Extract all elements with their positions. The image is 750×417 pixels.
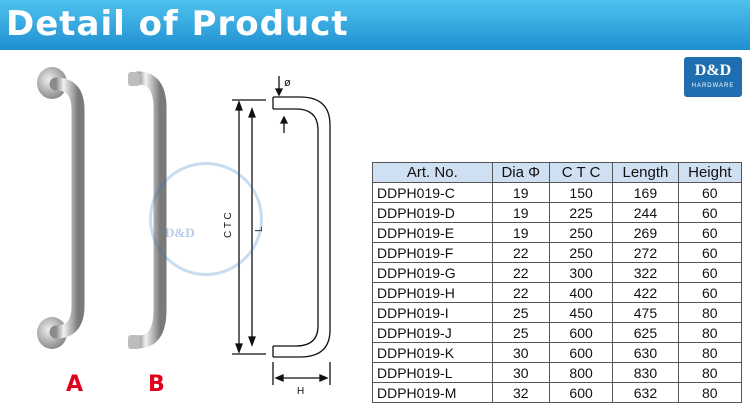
- cell-ctc: 300: [548, 262, 614, 283]
- cell-dia: 25: [491, 322, 550, 343]
- cell-dia: 32: [491, 382, 550, 403]
- handle-b-label: B: [148, 372, 165, 397]
- cell-height: 80: [677, 322, 743, 343]
- cell-ctc: 450: [548, 302, 614, 323]
- cell-length: 422: [612, 282, 679, 303]
- cell-height: 60: [677, 202, 743, 223]
- cell-length: 475: [612, 302, 679, 323]
- cell-height: 60: [677, 242, 743, 263]
- header-dia: Dia Φ: [491, 162, 550, 183]
- cell-art-no: DDPH019-M: [372, 382, 493, 403]
- cell-length: 630: [612, 342, 679, 363]
- cell-length: 625: [612, 322, 679, 343]
- brand-logo: D&D HARDWARE: [684, 57, 742, 97]
- table-header-row: Art. No. Dia Φ C T C Length Height: [372, 162, 743, 183]
- cell-dia: 22: [491, 262, 550, 283]
- cell-height: 80: [677, 362, 743, 383]
- watermark-brand: D&D: [165, 225, 195, 240]
- watermark-seal: [149, 162, 263, 276]
- header-ctc: C T C: [548, 162, 614, 183]
- cell-dia: 30: [491, 362, 550, 383]
- cell-ctc: 150: [548, 182, 614, 203]
- cell-length: 244: [612, 202, 679, 223]
- handle-a-image: [37, 67, 85, 349]
- height-dimension-label: H: [297, 386, 304, 397]
- cell-ctc: 600: [548, 382, 614, 403]
- cell-length: 322: [612, 262, 679, 283]
- cell-height: 60: [677, 222, 743, 243]
- cell-dia: 30: [491, 342, 550, 363]
- cell-length: 169: [612, 182, 679, 203]
- handle-a-label: A: [66, 372, 84, 397]
- spec-table: Art. No. Dia Φ C T C Length Height DDPH0…: [372, 162, 743, 403]
- cell-art-no: DDPH019-G: [372, 262, 493, 283]
- cell-height: 80: [677, 342, 743, 363]
- cell-dia: 22: [491, 282, 550, 303]
- cell-ctc: 400: [548, 282, 614, 303]
- cell-ctc: 600: [548, 322, 614, 343]
- logo-main-text: D&D: [694, 62, 732, 79]
- page-title: Detail of Product: [6, 4, 349, 44]
- cell-dia: 19: [491, 222, 550, 243]
- cell-art-no: DDPH019-F: [372, 242, 493, 263]
- cell-ctc: 600: [548, 342, 614, 363]
- cell-length: 272: [612, 242, 679, 263]
- cell-length: 632: [612, 382, 679, 403]
- header-height: Height: [677, 162, 743, 183]
- logo-sub-text: HARDWARE: [691, 83, 735, 89]
- cell-dia: 22: [491, 242, 550, 263]
- header-length: Length: [612, 162, 679, 183]
- cell-height: 60: [677, 182, 743, 203]
- cell-art-no: DDPH019-L: [372, 362, 493, 383]
- cell-art-no: DDPH019-E: [372, 222, 493, 243]
- cell-dia: 25: [491, 302, 550, 323]
- cell-height: 80: [677, 302, 743, 323]
- cell-height: 60: [677, 282, 743, 303]
- cell-dia: 19: [491, 202, 550, 223]
- cell-art-no: DDPH019-C: [372, 182, 493, 203]
- cell-length: 269: [612, 222, 679, 243]
- cell-ctc: 250: [548, 222, 614, 243]
- cell-art-no: DDPH019-J: [372, 322, 493, 343]
- diameter-label: ø: [284, 77, 291, 89]
- cell-art-no: DDPH019-K: [372, 342, 493, 363]
- header-banner: Detail of Product: [0, 0, 750, 50]
- cell-length: 830: [612, 362, 679, 383]
- cell-art-no: DDPH019-H: [372, 282, 493, 303]
- cell-height: 60: [677, 262, 743, 283]
- cell-dia: 19: [491, 182, 550, 203]
- cell-art-no: DDPH019-I: [372, 302, 493, 323]
- cell-art-no: DDPH019-D: [372, 202, 493, 223]
- cell-ctc: 800: [548, 362, 614, 383]
- cell-ctc: 250: [548, 242, 614, 263]
- header-art-no: Art. No.: [372, 162, 493, 183]
- cell-height: 80: [677, 382, 743, 403]
- cell-ctc: 225: [548, 202, 614, 223]
